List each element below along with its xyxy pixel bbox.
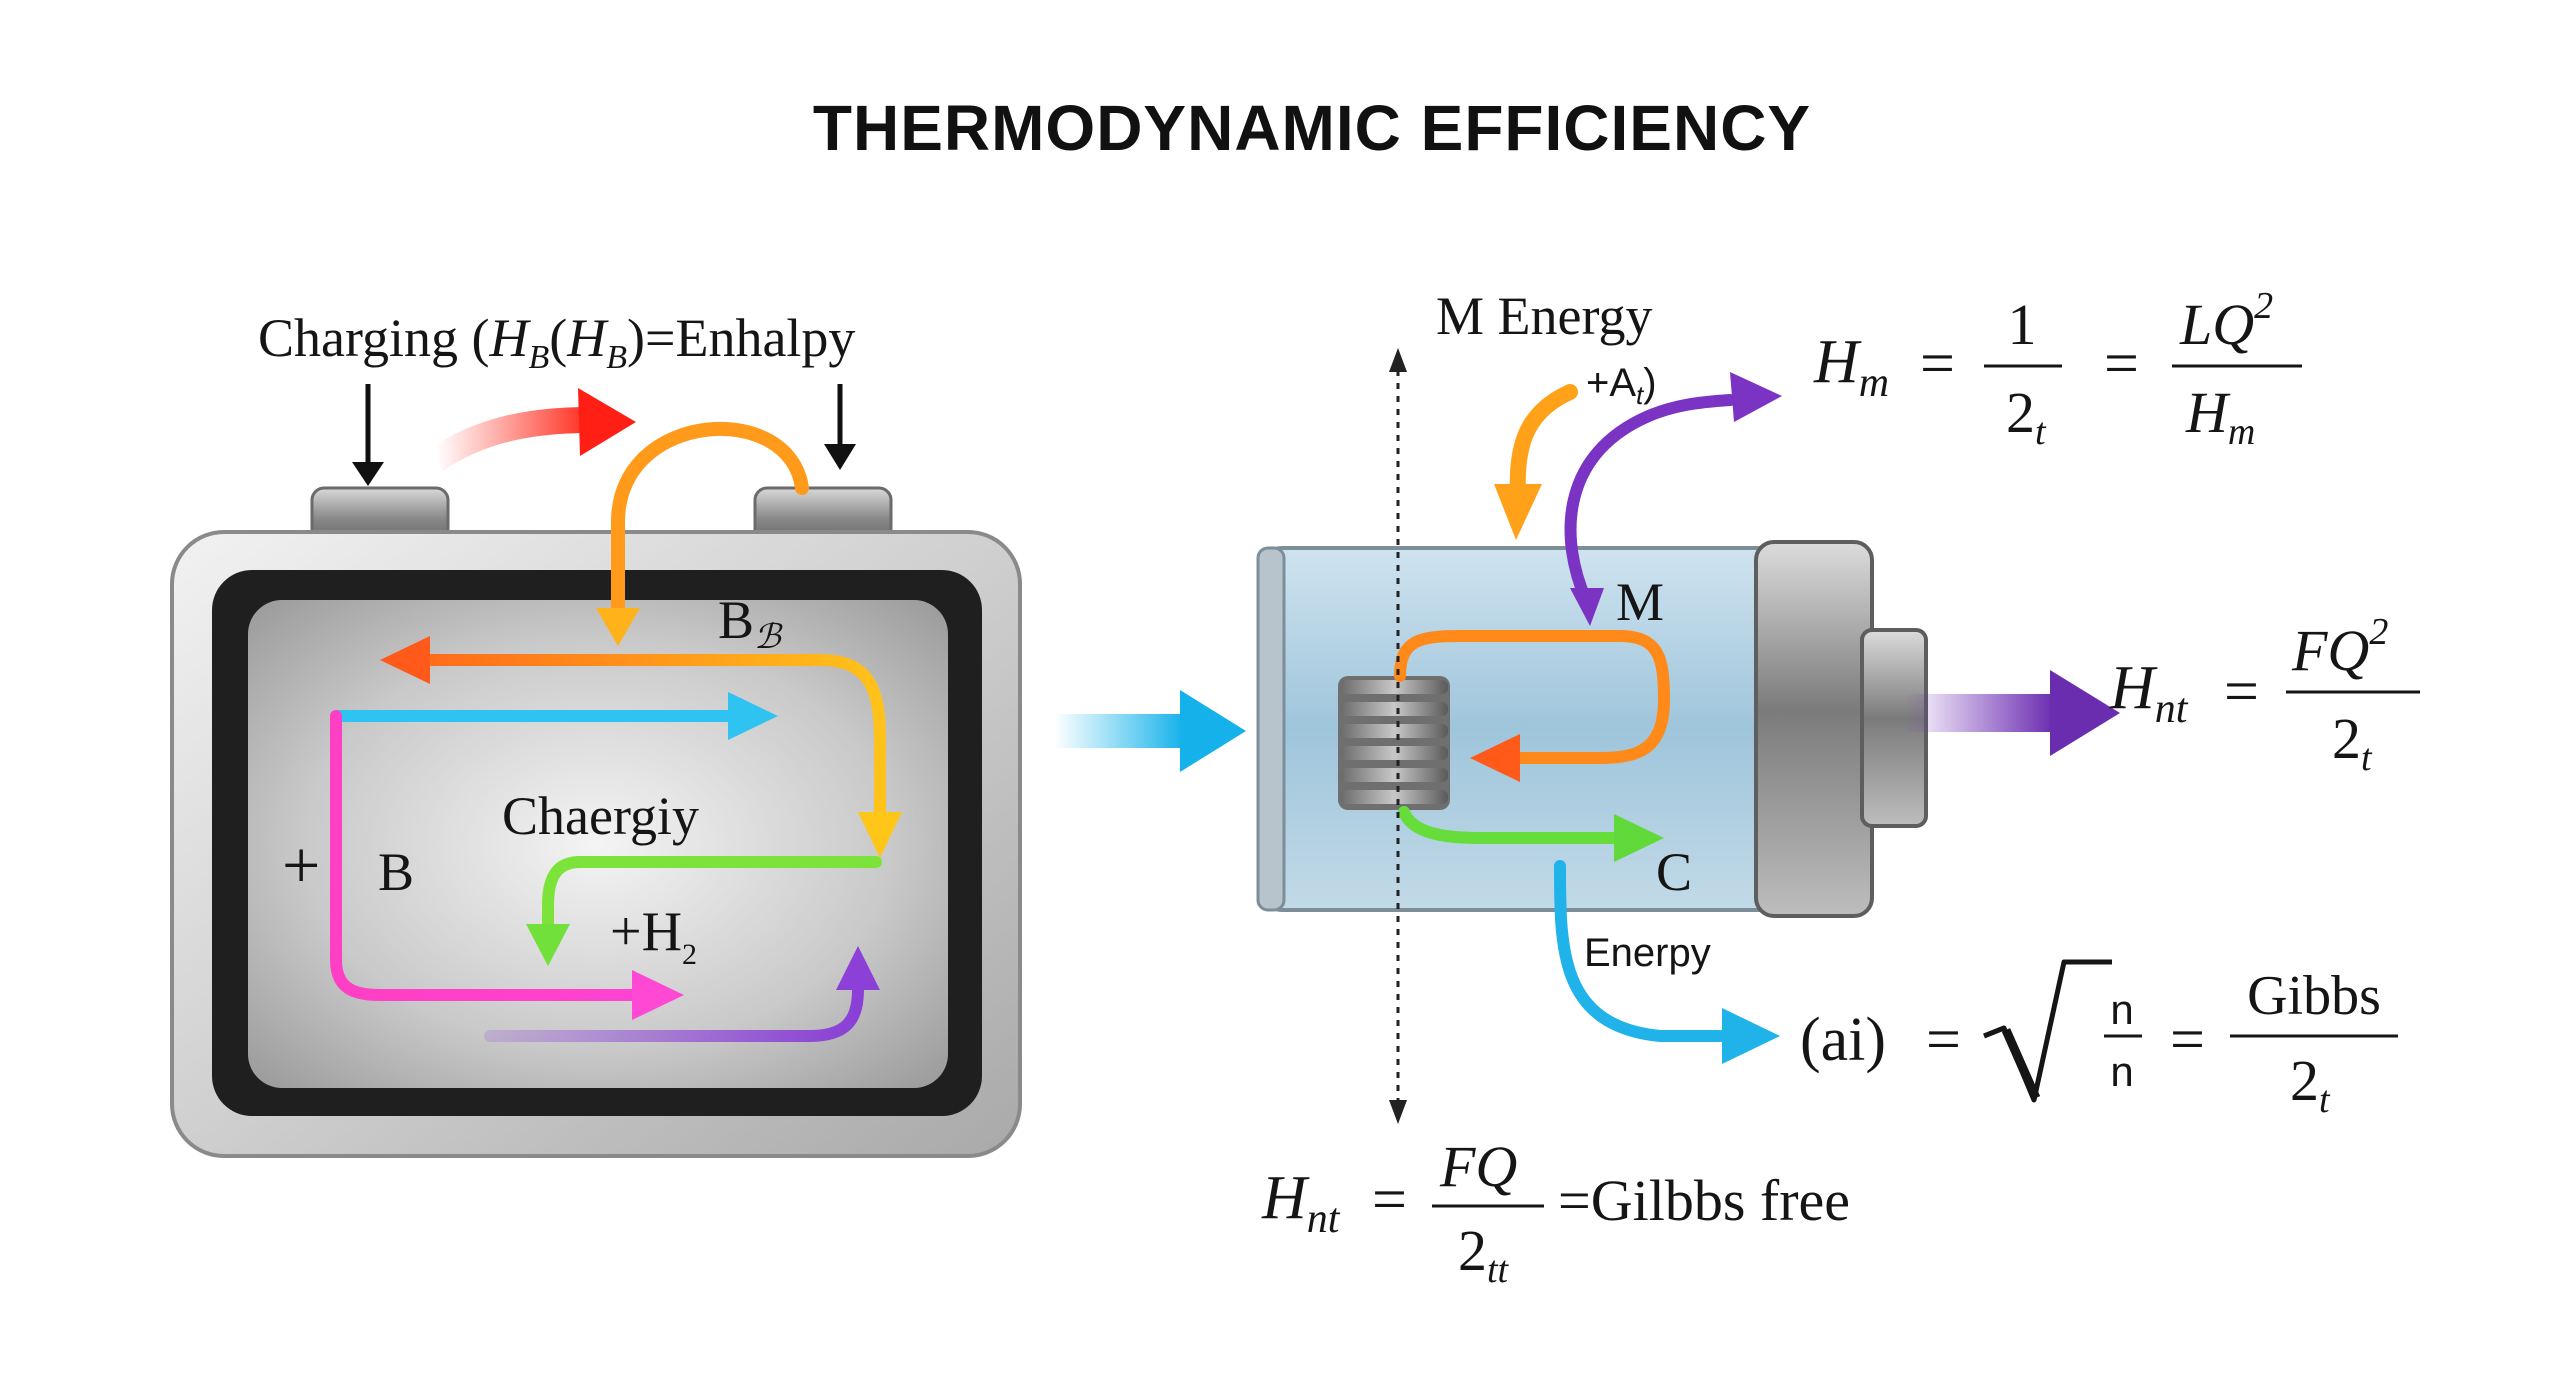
red-curved-arrow xyxy=(428,407,591,471)
red-arrowhead xyxy=(578,388,636,456)
svg-text:n: n xyxy=(2110,1048,2133,1095)
purple-top-arrowhead xyxy=(1730,372,1782,422)
middle-cyan-arrow-shaft xyxy=(1054,714,1184,748)
axis-up-arrowhead xyxy=(1389,348,1407,372)
svg-text:Hnt: Hnt xyxy=(2109,654,2189,732)
svg-text:(ai): (ai) xyxy=(1800,1006,1886,1074)
pink-loop xyxy=(330,710,646,1001)
svg-text:=: = xyxy=(1926,1006,1961,1074)
right-orange-loop xyxy=(1394,630,1671,764)
right-battery-cap xyxy=(1754,540,1874,918)
right-orange-arrowhead xyxy=(1470,734,1520,782)
svg-text:=: = xyxy=(1920,330,1955,398)
down-arrowhead-positive xyxy=(824,444,856,470)
orange-down-arrowhead xyxy=(1494,484,1542,540)
svg-text:=: = xyxy=(2104,330,2139,398)
purple-right-arrow-shaft xyxy=(1904,694,2054,732)
orange-curved-arrow xyxy=(611,421,809,617)
svg-text:=: = xyxy=(2224,658,2259,726)
yellow-down-arrowhead xyxy=(858,812,902,858)
svg-text:2t: 2t xyxy=(2006,380,2047,453)
purple-bottom-line xyxy=(484,974,864,1042)
right-battery-left-rim xyxy=(1256,546,1286,912)
right-battery: M C xyxy=(1256,540,1928,1064)
diagram-title: THERMODYNAMIC EFFICIENCY xyxy=(813,92,1811,164)
svg-text:Hnt: Hnt xyxy=(1261,1164,1341,1242)
label-b: B xyxy=(378,842,414,902)
axis-down-arrowhead xyxy=(1389,1100,1407,1124)
svg-text:=: = xyxy=(2170,1006,2205,1074)
left-battery: Bℬ Chaergiy + B +H2 xyxy=(170,421,1022,1158)
equation-1: Hm = 1 2t = LQ2 Hm xyxy=(1813,285,2302,453)
label-chaergiy: Chaergiy xyxy=(502,786,699,846)
green-arrowhead xyxy=(526,924,570,966)
label-c: C xyxy=(1656,842,1692,902)
purple-right-arrowhead xyxy=(2050,670,2120,756)
svg-text:Hm: Hm xyxy=(1813,328,1889,406)
orange-arrowhead xyxy=(596,608,640,646)
svg-text:2t: 2t xyxy=(2290,1048,2331,1121)
square-root-sign xyxy=(1983,959,2112,1103)
svg-text:=: = xyxy=(1372,1166,1407,1234)
green-arrow-line xyxy=(542,856,882,936)
label-plus: + xyxy=(282,827,320,903)
orange-yellow-loop xyxy=(414,654,886,826)
svg-text:2t: 2t xyxy=(2332,706,2373,779)
plus-a-label: +At) xyxy=(1586,361,1657,410)
purple-m-arrowhead xyxy=(1570,588,1604,626)
svg-text:n: n xyxy=(2110,986,2133,1033)
cyan-arrowhead xyxy=(728,692,778,740)
middle-cyan-arrowhead xyxy=(1180,690,1246,772)
equation-3: (ai) = n n = Gibbs 2t xyxy=(1800,959,2398,1121)
orange-down-arrow xyxy=(1509,384,1578,498)
label-h2: +H2 xyxy=(610,901,697,971)
svg-text:=Gilbbs free: =Gilbbs free xyxy=(1558,1168,1850,1233)
orange-left-arrowhead xyxy=(380,636,430,684)
enerpy-label: Enerpy xyxy=(1584,931,1711,975)
svg-text:Gibbs: Gibbs xyxy=(2247,965,2381,1027)
coil-stack xyxy=(1338,676,1450,810)
svg-text:1: 1 xyxy=(2008,292,2037,357)
m-energy-label: M Energy xyxy=(1436,286,1652,346)
purple-up-curve xyxy=(1564,394,1736,606)
label-b-top: Bℬ xyxy=(718,590,783,656)
svg-text:Hm: Hm xyxy=(2185,380,2255,453)
pink-arrowhead xyxy=(632,970,684,1020)
right-cyan-exit-arrowhead xyxy=(1722,1008,1780,1064)
svg-text:LQ2: LQ2 xyxy=(2179,285,2273,357)
down-arrowhead-negative xyxy=(352,462,384,486)
svg-text:FQ: FQ xyxy=(1439,1134,1517,1199)
equation-2: Hnt = FQ2 2t xyxy=(2109,611,2420,779)
right-green-line xyxy=(1398,806,1626,844)
right-cyan-exit-line xyxy=(1554,860,1726,1042)
charging-enthalpy-label: Charging (HB(HB)=Enhalpy xyxy=(258,308,855,376)
label-m: M xyxy=(1616,572,1664,632)
purple-up-arrowhead xyxy=(836,946,880,990)
right-green-arrowhead xyxy=(1614,814,1664,862)
svg-text:FQ2: FQ2 xyxy=(2291,611,2388,683)
svg-text:2tt: 2tt xyxy=(1458,1218,1510,1291)
equation-4: Hnt = FQ 2tt =Gilbbs free xyxy=(1261,1134,1850,1291)
